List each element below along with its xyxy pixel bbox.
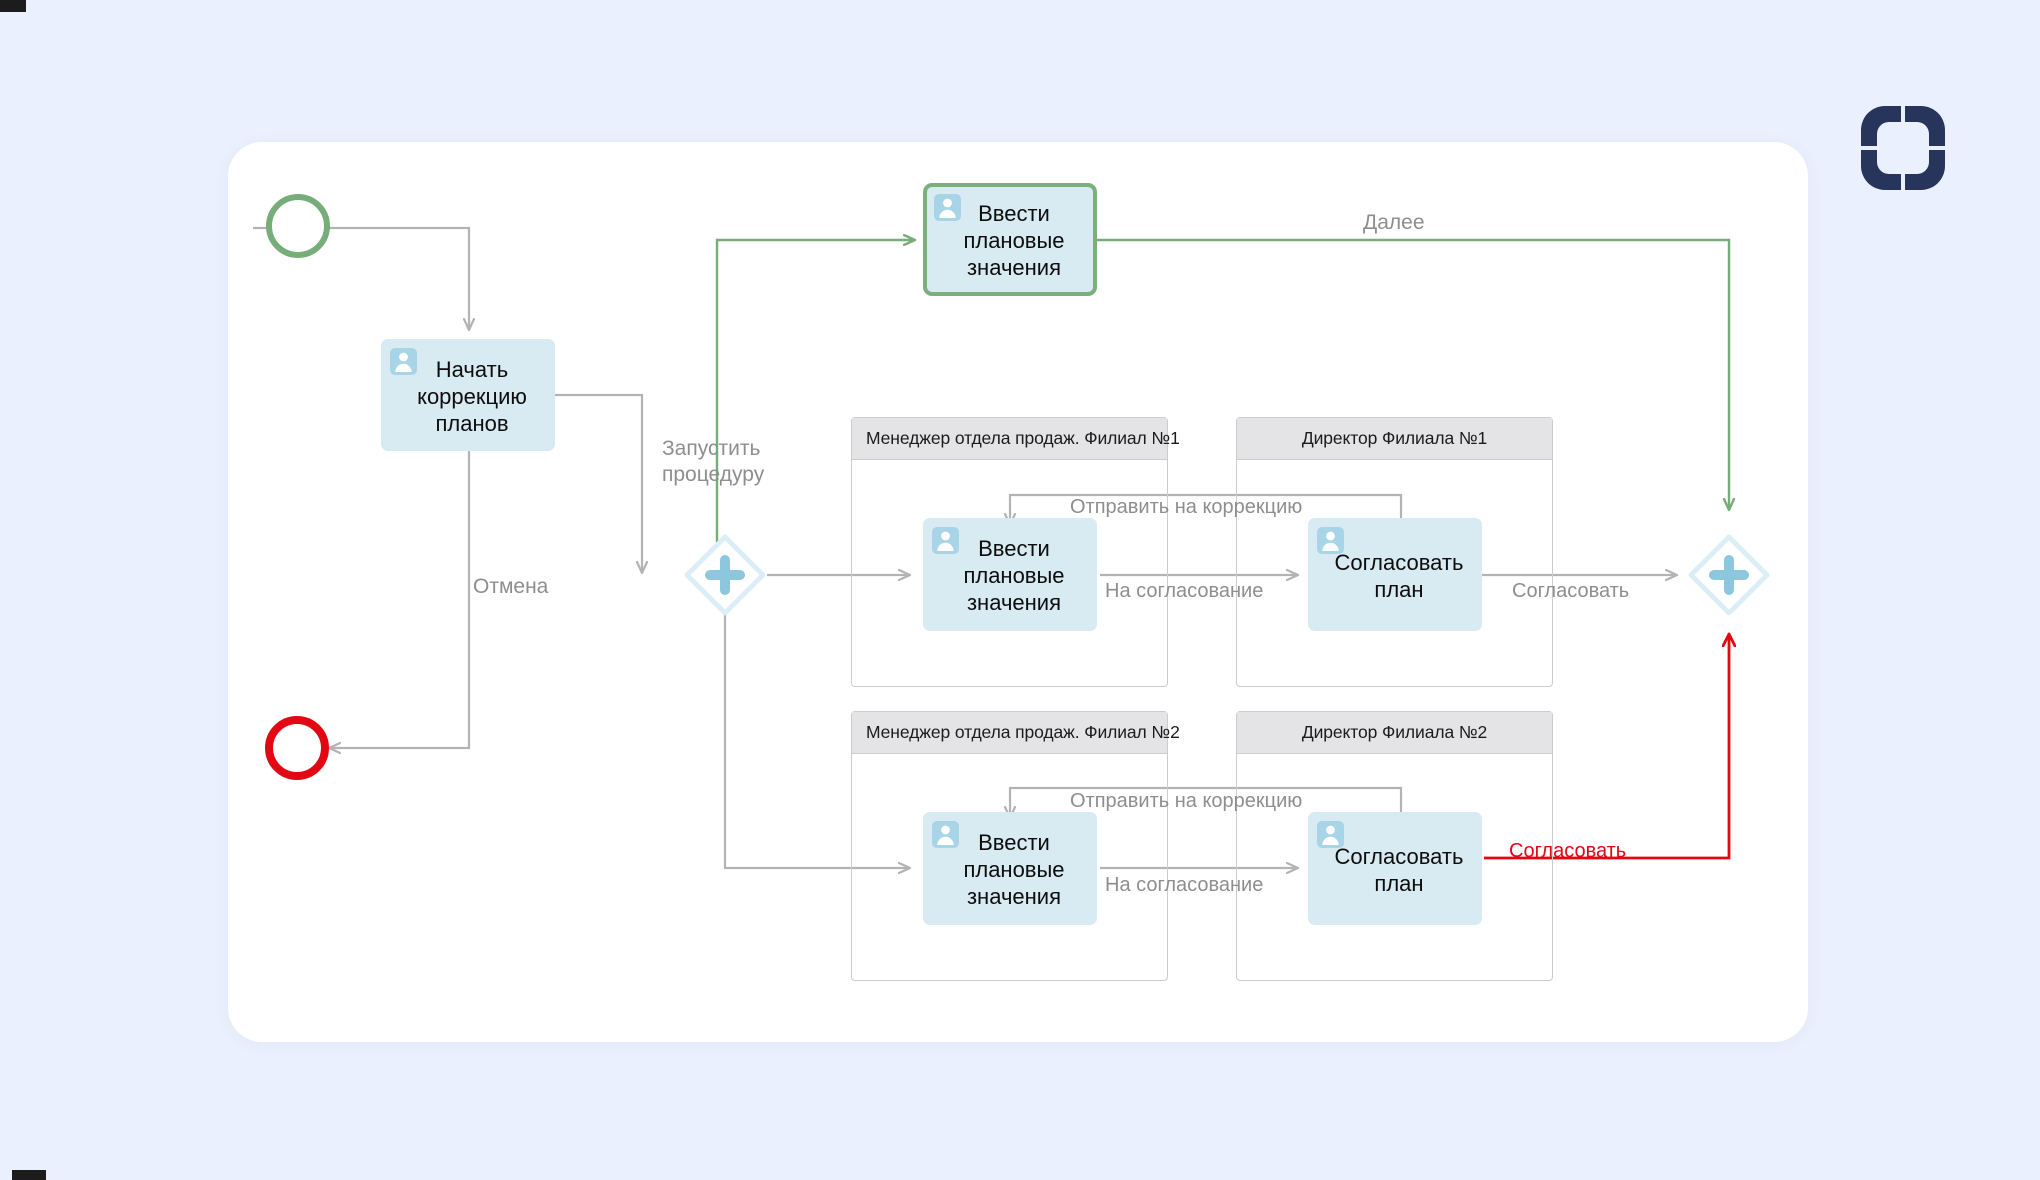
parallel-gateway-split[interactable] — [683, 533, 767, 617]
user-task-icon — [932, 527, 959, 554]
corner-registration-mark-top-left — [0, 0, 26, 12]
task-approve-plan-lane2[interactable]: Согласовать план — [1308, 812, 1482, 925]
lane-header: Менеджер отдела продаж. Филиал №1 — [852, 418, 1180, 460]
lane-title: Менеджер отдела продаж. Филиал №2 — [866, 722, 1180, 742]
task-label: Ввести плановые значения — [963, 830, 1065, 909]
lane-title: Директор Филиала №1 — [1301, 428, 1488, 448]
task-enter-plan-values-lane1[interactable]: Ввести плановые значения — [923, 518, 1097, 631]
end-event[interactable] — [265, 716, 329, 780]
task-label: Согласовать план — [1334, 549, 1464, 602]
edge-label-approve-lane1: Согласовать — [1512, 580, 1630, 602]
brand-logo-icon — [1855, 100, 1951, 196]
lane-sales-manager-branch-1: Менеджер отдела продаж. Филиал №1 — [851, 417, 1180, 687]
edge-label-send-to-correction-lane1: Отправить на коррекцию — [1070, 496, 1303, 518]
task-label: Ввести плановые значения — [963, 201, 1065, 280]
user-task-icon — [932, 821, 959, 848]
lane-header: Директор Филиала №1 — [1237, 418, 1552, 460]
edge-label-approve-lane2: Согласовать — [1509, 840, 1627, 862]
corner-registration-mark-bottom-left — [12, 1170, 46, 1180]
edge-label-send-to-correction-lane2: Отправить на коррекцию — [1070, 790, 1303, 812]
lane-sales-manager-branch-2: Менеджер отдела продаж. Филиал №2 — [851, 711, 1180, 981]
lane-director-branch-1: Директор Филиала №1 — [1236, 417, 1553, 687]
edge-label-start-procedure: Запустить процедуру — [662, 437, 765, 486]
task-start-plan-correction[interactable]: Начать коррекцию планов — [381, 339, 555, 451]
user-task-icon — [1317, 821, 1344, 848]
plus-icon — [705, 555, 745, 595]
user-task-icon — [934, 194, 961, 221]
lane-header: Директор Филиала №2 — [1237, 712, 1552, 754]
edge-label-dalee: Далее — [1363, 211, 1425, 234]
edge-label-for-approval-lane2: На согласование — [1105, 874, 1264, 896]
task-enter-plan-values-top[interactable]: Ввести плановые значения — [923, 183, 1097, 296]
lane-director-branch-2: Директор Филиала №2 — [1236, 711, 1553, 981]
parallel-gateway-join[interactable] — [1687, 533, 1771, 617]
task-label: Начать коррекцию планов — [417, 356, 527, 436]
task-label: Ввести плановые значения — [963, 536, 1065, 615]
start-event[interactable] — [266, 194, 330, 258]
edge-label-cancel: Отмена — [473, 575, 549, 598]
lane-header: Менеджер отдела продаж. Филиал №2 — [852, 712, 1180, 754]
lane-title: Директор Филиала №2 — [1301, 722, 1488, 742]
task-enter-plan-values-lane2[interactable]: Ввести плановые значения — [923, 812, 1097, 925]
task-label: Согласовать план — [1334, 843, 1464, 896]
user-task-icon — [1317, 527, 1344, 554]
lane-title: Менеджер отдела продаж. Филиал №1 — [866, 428, 1180, 448]
user-task-icon — [390, 348, 417, 375]
task-approve-plan-lane1[interactable]: Согласовать план — [1308, 518, 1482, 631]
edge-label-for-approval-lane1: На согласование — [1105, 580, 1264, 602]
plus-icon — [1709, 555, 1749, 595]
